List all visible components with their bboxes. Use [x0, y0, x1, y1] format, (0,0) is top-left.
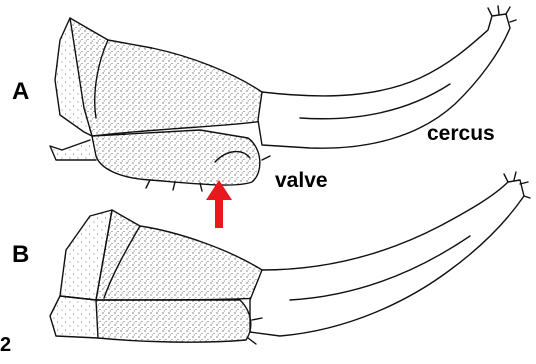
valve-label: valve — [275, 170, 328, 191]
panel-b-valve — [96, 300, 251, 342]
panel-a-dorsal-plate — [70, 18, 268, 136]
figure-number-fragment: 2 — [0, 335, 11, 355]
panel-label-a: A — [12, 80, 29, 104]
cercus-label: cercus — [427, 123, 495, 144]
panel-b-drawing — [50, 172, 530, 344]
panel-a-valve — [92, 130, 260, 185]
panel-a-drawing — [50, 6, 516, 191]
panel-b-cercus — [250, 180, 524, 336]
panel-label-b: B — [12, 243, 29, 267]
panel-b-dorsal-plate — [96, 210, 262, 300]
red-arrow — [206, 180, 232, 228]
